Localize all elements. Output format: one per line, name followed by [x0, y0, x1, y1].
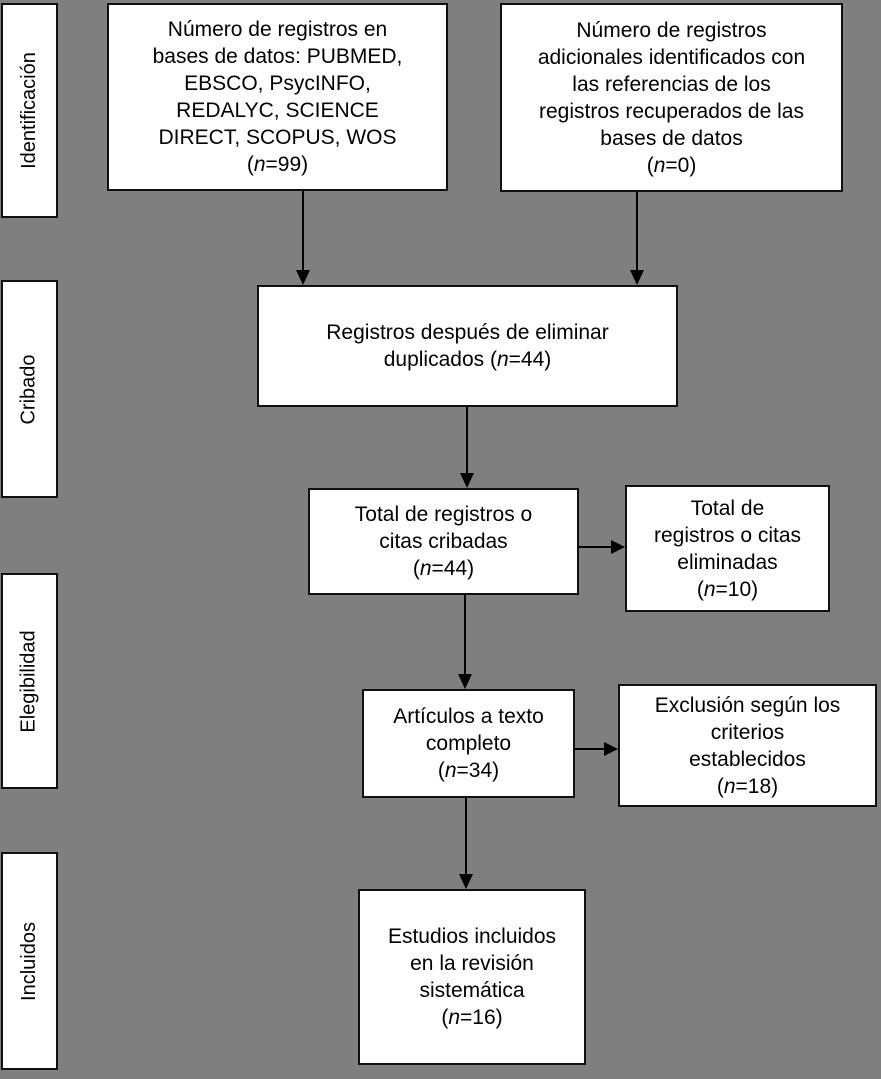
box-text-line: bases de datos: PUBMED, [152, 45, 403, 68]
box-text-line: Total de registros o [354, 503, 533, 526]
stage-incluidos-label: Incluidos [18, 921, 40, 1001]
stage-incluidos: Incluidos [1, 852, 58, 1070]
box-text-line: (n=34) [437, 759, 500, 782]
arrow-screened-to-removed-head [611, 540, 625, 554]
box-text-line: Número de registros en [167, 18, 388, 41]
box-text-line: (n=18) [716, 774, 779, 798]
box-text-line: DIRECT, SCOPUS, WOS [158, 126, 397, 149]
box-text-line: (n=99) [246, 153, 309, 176]
arrow-screened-to-removed-shaft [579, 546, 613, 548]
box-text-line: (n=0) [646, 153, 697, 177]
box-text-line: duplicados (n=44) [383, 348, 552, 371]
box-text-line: Artículos a texto [393, 705, 544, 728]
box-text-line: establecidos [689, 747, 806, 771]
stage-cribado-label: Cribado [18, 353, 41, 425]
box-text-line: completo [425, 732, 512, 755]
arrow-databases-to-duplicates-head [296, 270, 310, 285]
box-text-line: Número de registros [576, 18, 767, 42]
box-text-line: Exclusión según los [654, 693, 841, 717]
arrow-fulltext-to-included-head [459, 874, 473, 889]
box-text-line: REDALYC, SCIENCE [176, 99, 379, 122]
box-text-line: Total de [690, 496, 765, 520]
box-removed: Total de registros o citas eliminadas (n=10… [625, 485, 830, 612]
box-text-line: sistemática [419, 979, 525, 1002]
box-text-line: registros recuperados de las [539, 99, 804, 123]
stage-elegibilidad-label: Elegibilidad [18, 629, 41, 733]
box-text-line: registros o citas [653, 523, 802, 547]
box-text-line: Estudios incluidos [387, 925, 557, 948]
box-text-line: las referencias de los [572, 72, 771, 96]
stage-identificacion: Identificación [1, 3, 58, 218]
box-included: Estudios incluidos en la revisión sistemát… [358, 889, 586, 1065]
box-text-line: (n=44) [412, 557, 475, 580]
box-text-line: citas cribadas [379, 530, 508, 553]
box-excluded: Exclusión según los criterios establecidos… [618, 684, 877, 807]
arrow-databases-to-duplicates-shaft [302, 191, 304, 271]
arrow-additional-to-duplicates-shaft [636, 192, 638, 271]
stage-elegibilidad: Elegibilidad [1, 573, 58, 789]
box-text-line: (n=10) [696, 577, 759, 601]
arrow-additional-to-duplicates-head [630, 270, 644, 285]
box-text-line: eliminadas [677, 550, 778, 574]
box-records-in-databases: Número de registros en bases de datos: PU… [107, 3, 448, 191]
box-full-text: Artículos a texto completo (n=34) [362, 689, 575, 798]
arrow-fulltext-to-included-shaft [465, 798, 467, 875]
arrow-screened-to-fulltext-head [458, 674, 472, 689]
box-text-line: adicionales identificados con [537, 45, 806, 69]
arrow-duplicates-to-screened-head [460, 473, 474, 488]
arrow-fulltext-to-excluded-shaft [575, 748, 606, 750]
box-screened: Total de registros o citas cribadas (n=44) [308, 488, 579, 595]
box-text-line: EBSCO, PsycINFO, [184, 72, 371, 95]
box-text-line: bases de datos [600, 126, 743, 150]
arrow-duplicates-to-screened-shaft [466, 407, 468, 474]
arrow-fulltext-to-excluded-head [604, 742, 618, 756]
box-text-line: criterios [710, 720, 785, 744]
box-text-line: en la revisión [410, 952, 534, 975]
box-additional-records: Número de registros adicionales identific… [500, 3, 843, 192]
stage-cribado: Cribado [1, 280, 58, 498]
box-after-duplicates: Registros después de eliminar duplicados … [257, 285, 678, 407]
stage-identificacion-label: Identificación [18, 52, 40, 169]
box-text-line: (n=16) [441, 1006, 503, 1029]
arrow-screened-to-fulltext-shaft [464, 595, 466, 675]
box-text-line: Registros después de eliminar [326, 321, 609, 344]
